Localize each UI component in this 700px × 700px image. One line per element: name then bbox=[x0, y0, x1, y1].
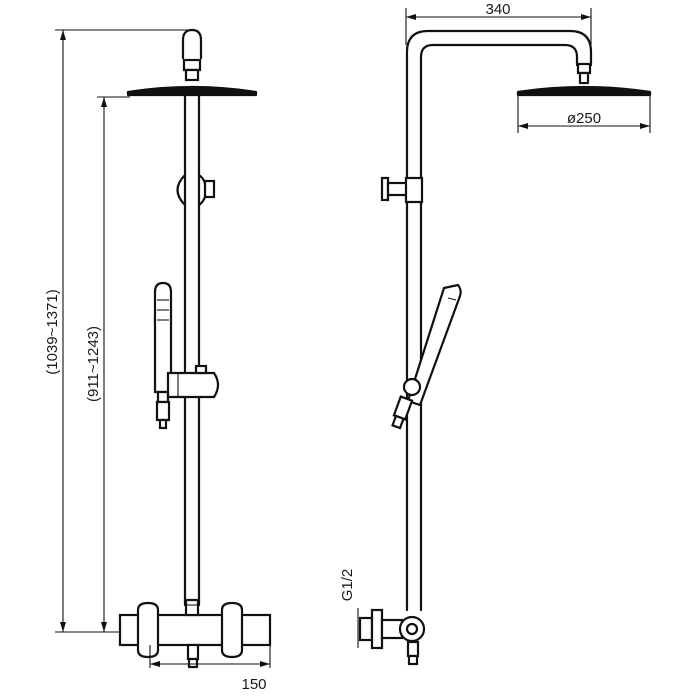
total-height-label: (1039~1371) bbox=[44, 289, 61, 375]
diverter-side bbox=[380, 176, 424, 204]
inlet-spacing-label: 150 bbox=[241, 676, 266, 693]
inlet-spacing-dimension bbox=[149, 645, 271, 668]
diverter-knob bbox=[176, 173, 216, 207]
shower-head-side bbox=[516, 85, 652, 97]
arm-length-dimension bbox=[405, 8, 592, 45]
arm-length-label: 340 bbox=[485, 1, 510, 18]
thermostatic-valve bbox=[118, 598, 272, 669]
riser-top-cap bbox=[181, 28, 203, 60]
hand-shower-side bbox=[391, 283, 462, 430]
valve-side bbox=[358, 608, 426, 666]
shower-arm-inner bbox=[419, 43, 579, 182]
head-height-dimension bbox=[97, 96, 130, 633]
head-diameter-dimension bbox=[517, 96, 651, 133]
head-connector-side bbox=[576, 62, 592, 75]
inlet-thread-label: G1/2 bbox=[339, 569, 356, 602]
hand-shower bbox=[153, 281, 173, 430]
head-height-label: (911~1243) bbox=[85, 326, 102, 402]
total-height-dimension bbox=[55, 29, 190, 633]
head-diameter-label: ø250 bbox=[567, 110, 601, 127]
front-view: (1039~1371) (911~1243) bbox=[44, 28, 272, 693]
slide-bracket bbox=[166, 364, 220, 399]
side-view: 340 ø250 bbox=[339, 1, 652, 666]
shower-arm-outer bbox=[405, 29, 593, 182]
head-connector bbox=[182, 58, 202, 72]
